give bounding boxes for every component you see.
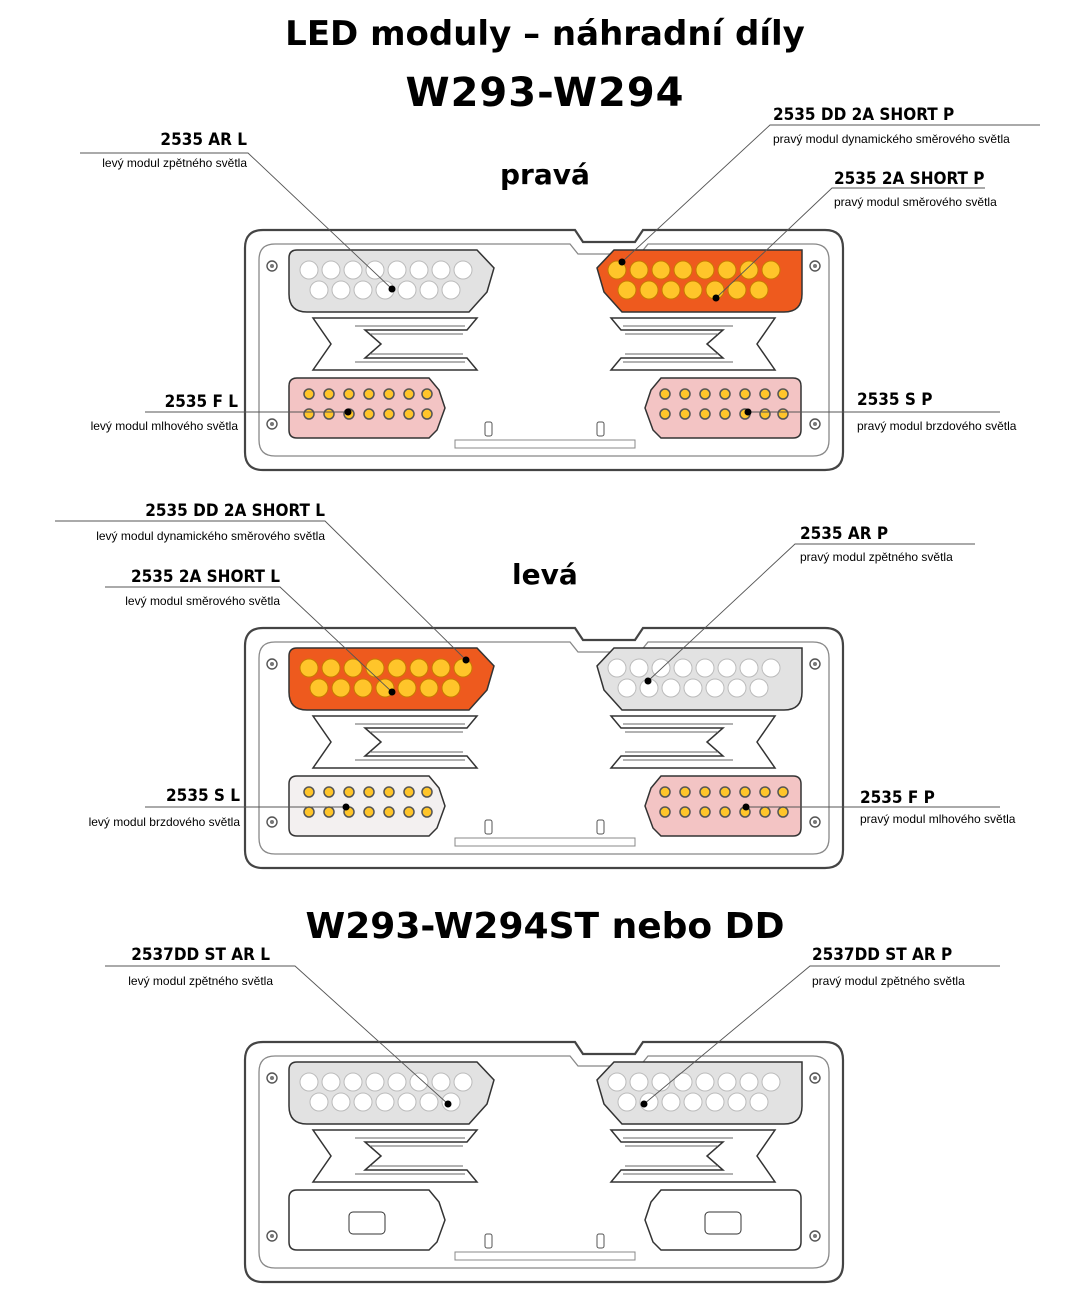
label-code-f-l: 2535 F L (164, 392, 238, 412)
label-code-st-ar-p: 2537DD ST AR P (812, 945, 953, 965)
left-lamp-title: levá (512, 558, 578, 591)
label-code-dd-2a-short-l: 2535 DD 2A SHORT L (145, 501, 325, 521)
reverse-module (596, 647, 803, 711)
label-desc-ar-p: pravý modul zpětného světla (800, 550, 953, 564)
leader-lines (55, 124, 1040, 1105)
callout-dots (342, 258, 752, 1108)
lamp-st (243, 1040, 845, 1284)
label-code-f-p: 2535 F P (860, 788, 935, 808)
label-code-dd-2a-short-p: 2535 DD 2A SHORT P (773, 105, 955, 125)
model-title: W293-W294 (405, 70, 685, 116)
label-desc-st-ar-l: levý modul zpětného světla (128, 974, 273, 988)
reverse-module-left (288, 1061, 495, 1125)
reverse-module-right (596, 1061, 803, 1125)
label-desc-f-l: levý modul mlhového světla (90, 419, 238, 433)
label-desc-dd-2a-short-p: pravý modul dynamického směrového světla (773, 132, 1010, 146)
label-code-s-l: 2535 S L (166, 786, 240, 806)
stop-module (644, 377, 802, 439)
label-code-s-p: 2535 S P (857, 390, 933, 410)
label-desc-s-p: pravý modul brzdového světla (857, 419, 1017, 433)
right-lamp-title: pravá (500, 158, 590, 191)
blank-module-left (288, 1189, 446, 1251)
fog-module (644, 775, 802, 837)
label-desc-dd-2a-short-l: levý modul dynamického směrového světla (96, 529, 325, 543)
indicator-module (596, 249, 803, 313)
label-code-2a-short-l: 2535 2A SHORT L (130, 567, 280, 587)
fog-module (288, 377, 446, 439)
reverse-module (288, 249, 495, 313)
label-code-st-ar-l: 2537DD ST AR L (131, 945, 270, 965)
blank-module-right (644, 1189, 802, 1251)
label-desc-2a-short-l: levý modul směrového světla (125, 594, 280, 608)
label-desc-ar-l: levý modul zpětného světla (102, 156, 247, 170)
lamp-right (243, 228, 845, 472)
label-desc-f-p: pravý modul mlhového světla (860, 812, 1016, 826)
lamp-left (243, 626, 845, 870)
label-code-ar-l: 2535 AR L (160, 130, 247, 150)
st-model-title: W293-W294ST nebo DD (305, 906, 785, 947)
label-desc-st-ar-p: pravý modul zpětného světla (812, 974, 965, 988)
page-title: LED moduly – náhradní díly (285, 14, 805, 54)
label-code-ar-p: 2535 AR P (800, 524, 889, 544)
label-desc-2a-short-p: pravý modul směrového světla (834, 195, 997, 209)
label-code-2a-short-p: 2535 2A SHORT P (834, 169, 985, 189)
stop-module (288, 775, 446, 837)
label-desc-s-l: levý modul brzdového světla (88, 815, 240, 829)
